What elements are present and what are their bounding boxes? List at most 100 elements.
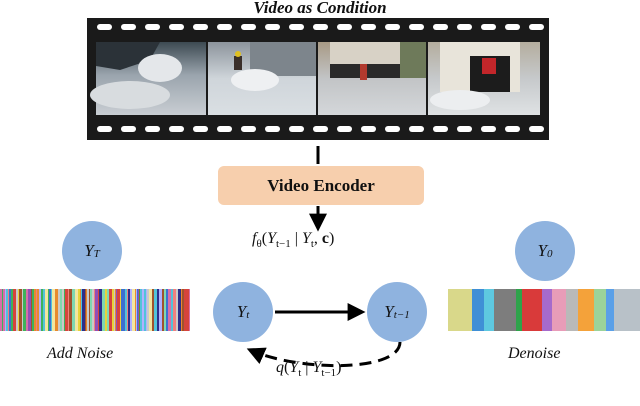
film-perforation [241, 126, 256, 132]
noise-stripe [109, 289, 112, 331]
noise-stripe [120, 289, 121, 331]
noise-stripe [149, 289, 152, 331]
noise-stripe [164, 289, 166, 331]
film-perforation [121, 126, 136, 132]
film-perforation [241, 24, 256, 30]
film-perforation [193, 24, 208, 30]
film-perforation [145, 24, 160, 30]
film-perforation [385, 24, 400, 30]
film-perforation [217, 126, 232, 132]
film-perforation [481, 126, 496, 132]
film-perforations [97, 24, 544, 132]
noise-stripe [147, 289, 149, 331]
noise-stripe [136, 289, 137, 331]
noise-stripe [181, 289, 182, 331]
noise-stripe [176, 289, 178, 331]
noise-stripe [189, 289, 190, 331]
film-perforation [313, 24, 328, 30]
noise-stripe [116, 289, 117, 331]
noise-stripe [51, 289, 52, 331]
noise-stripe [0, 289, 2, 331]
denoise-segment [522, 289, 542, 331]
noise-stripe [82, 289, 85, 331]
video-encoder-box: Video Encoder [218, 166, 424, 205]
noise-stripe [8, 289, 9, 331]
noise-stripe [168, 289, 171, 331]
film-perforation [433, 24, 448, 30]
film-perforation [481, 24, 496, 30]
video-frame-2 [208, 42, 316, 115]
noise-stripe [140, 289, 142, 331]
denoise-segment [566, 289, 578, 331]
noise-stripe [184, 289, 186, 331]
noise-stripe [23, 289, 26, 331]
film-perforation [313, 126, 328, 132]
noise-stripe [64, 289, 65, 331]
noise-stripe [178, 289, 181, 331]
noise-stripe [106, 289, 107, 331]
noise-stripe [162, 289, 164, 331]
film-perforation [337, 24, 352, 30]
noise-stripe [9, 289, 11, 331]
film-perforation [169, 24, 184, 30]
film-perforation [385, 126, 400, 132]
noise-stripe [142, 289, 144, 331]
noise-stripe [65, 289, 68, 331]
noise-stripe [5, 289, 6, 331]
noise-stripe [121, 289, 123, 331]
noise-stripe [39, 289, 40, 331]
film-perforation [121, 24, 136, 30]
noise-stripe [132, 289, 135, 331]
denoised-color-bar [448, 289, 640, 331]
noise-stripe [92, 289, 94, 331]
noise-stripe [128, 289, 130, 331]
noise-stripe [105, 289, 106, 331]
noise-stripe [157, 289, 159, 331]
noise-stripe [78, 289, 80, 331]
noise-stripe [154, 289, 157, 331]
noise-stripe [36, 289, 37, 331]
noise-stripe [19, 289, 22, 331]
noise-stripe [112, 289, 114, 331]
noise-stripe [43, 289, 45, 331]
noise-stripe [127, 289, 128, 331]
film-perforation [457, 126, 472, 132]
noise-stripe [62, 289, 64, 331]
noise-stripe [186, 289, 189, 331]
denoise-segment [448, 289, 472, 331]
video-frame-4 [428, 42, 540, 115]
noise-stripe [68, 289, 69, 331]
film-perforation [505, 126, 520, 132]
noise-stripe [98, 289, 99, 331]
noise-stripe [115, 289, 116, 331]
diagram-title: Video as Condition [253, 0, 387, 17]
film-perforation [529, 126, 544, 132]
film-perforation [457, 24, 472, 30]
add-noise-label: Add Noise [47, 345, 114, 362]
noise-stripe [102, 289, 104, 331]
noise-stripe [6, 289, 8, 331]
noise-stripe [52, 289, 55, 331]
denoise-segment [484, 289, 494, 331]
noise-stripe [34, 289, 36, 331]
noise-stripe [11, 289, 13, 331]
noise-stripe [182, 289, 184, 331]
noise-stripe [152, 289, 154, 331]
noise-stripe [138, 289, 139, 331]
noise-stripe [95, 289, 98, 331]
film-perforation [265, 24, 280, 30]
noise-stripe [45, 289, 48, 331]
noise-stripe [117, 289, 120, 331]
noise-stripe [58, 289, 60, 331]
film-perforation [337, 126, 352, 132]
denoise-segment [614, 289, 640, 331]
noise-stripe [130, 289, 132, 331]
noise-stripe [159, 289, 162, 331]
noise-stripe [18, 289, 19, 331]
denoise-segment [552, 289, 566, 331]
noise-stripe [60, 289, 62, 331]
noise-stripe [81, 289, 82, 331]
